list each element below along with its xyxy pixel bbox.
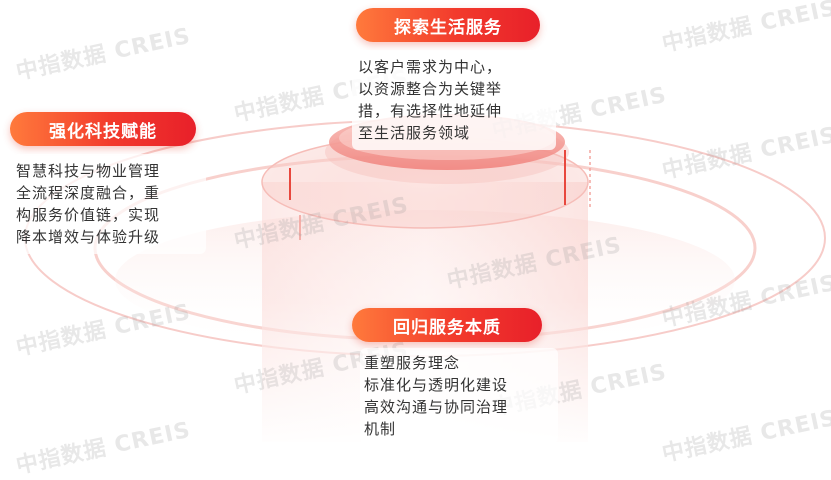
section-line: 机制 <box>364 420 397 438</box>
section-line: 以客户需求为中心， <box>358 58 503 76</box>
section-body-tech: 智慧科技与物业管理 全流程深度融合，重 构服务价值链，实现 降本增效与体验升级 <box>12 154 206 254</box>
diagram-stage: 中指数据 CREIS 中指数据 CREIS 中指数据 CREIS 中指数据 CR… <box>10 0 831 479</box>
section-line: 以资源整合为关键举 <box>358 80 503 98</box>
section-title-tech: 强化科技赋能 <box>10 112 196 146</box>
section-body-service: 重塑服务理念 标准化与透明化建设 高效沟通与协同治理 机制 <box>360 348 558 444</box>
section-line: 标准化与透明化建设 <box>364 376 509 394</box>
section-line: 高效沟通与协同治理 <box>364 398 509 416</box>
section-line: 重塑服务理念 <box>364 354 461 372</box>
section-line: 构服务价值链，实现 <box>16 206 161 224</box>
section-line: 降本增效与体验升级 <box>16 228 161 246</box>
section-title-service: 回归服务本质 <box>352 308 542 342</box>
section-line: 措，有选择性地延伸 <box>358 102 503 120</box>
section-body-life: 以客户需求为中心， 以资源整合为关键举 措，有选择性地延伸 至生活服务领域 <box>352 50 556 150</box>
section-line: 智慧科技与物业管理 <box>16 162 161 180</box>
section-title-life: 探索生活服务 <box>356 8 540 42</box>
section-line: 全流程深度融合，重 <box>16 184 161 202</box>
section-line: 至生活服务领域 <box>358 124 471 142</box>
